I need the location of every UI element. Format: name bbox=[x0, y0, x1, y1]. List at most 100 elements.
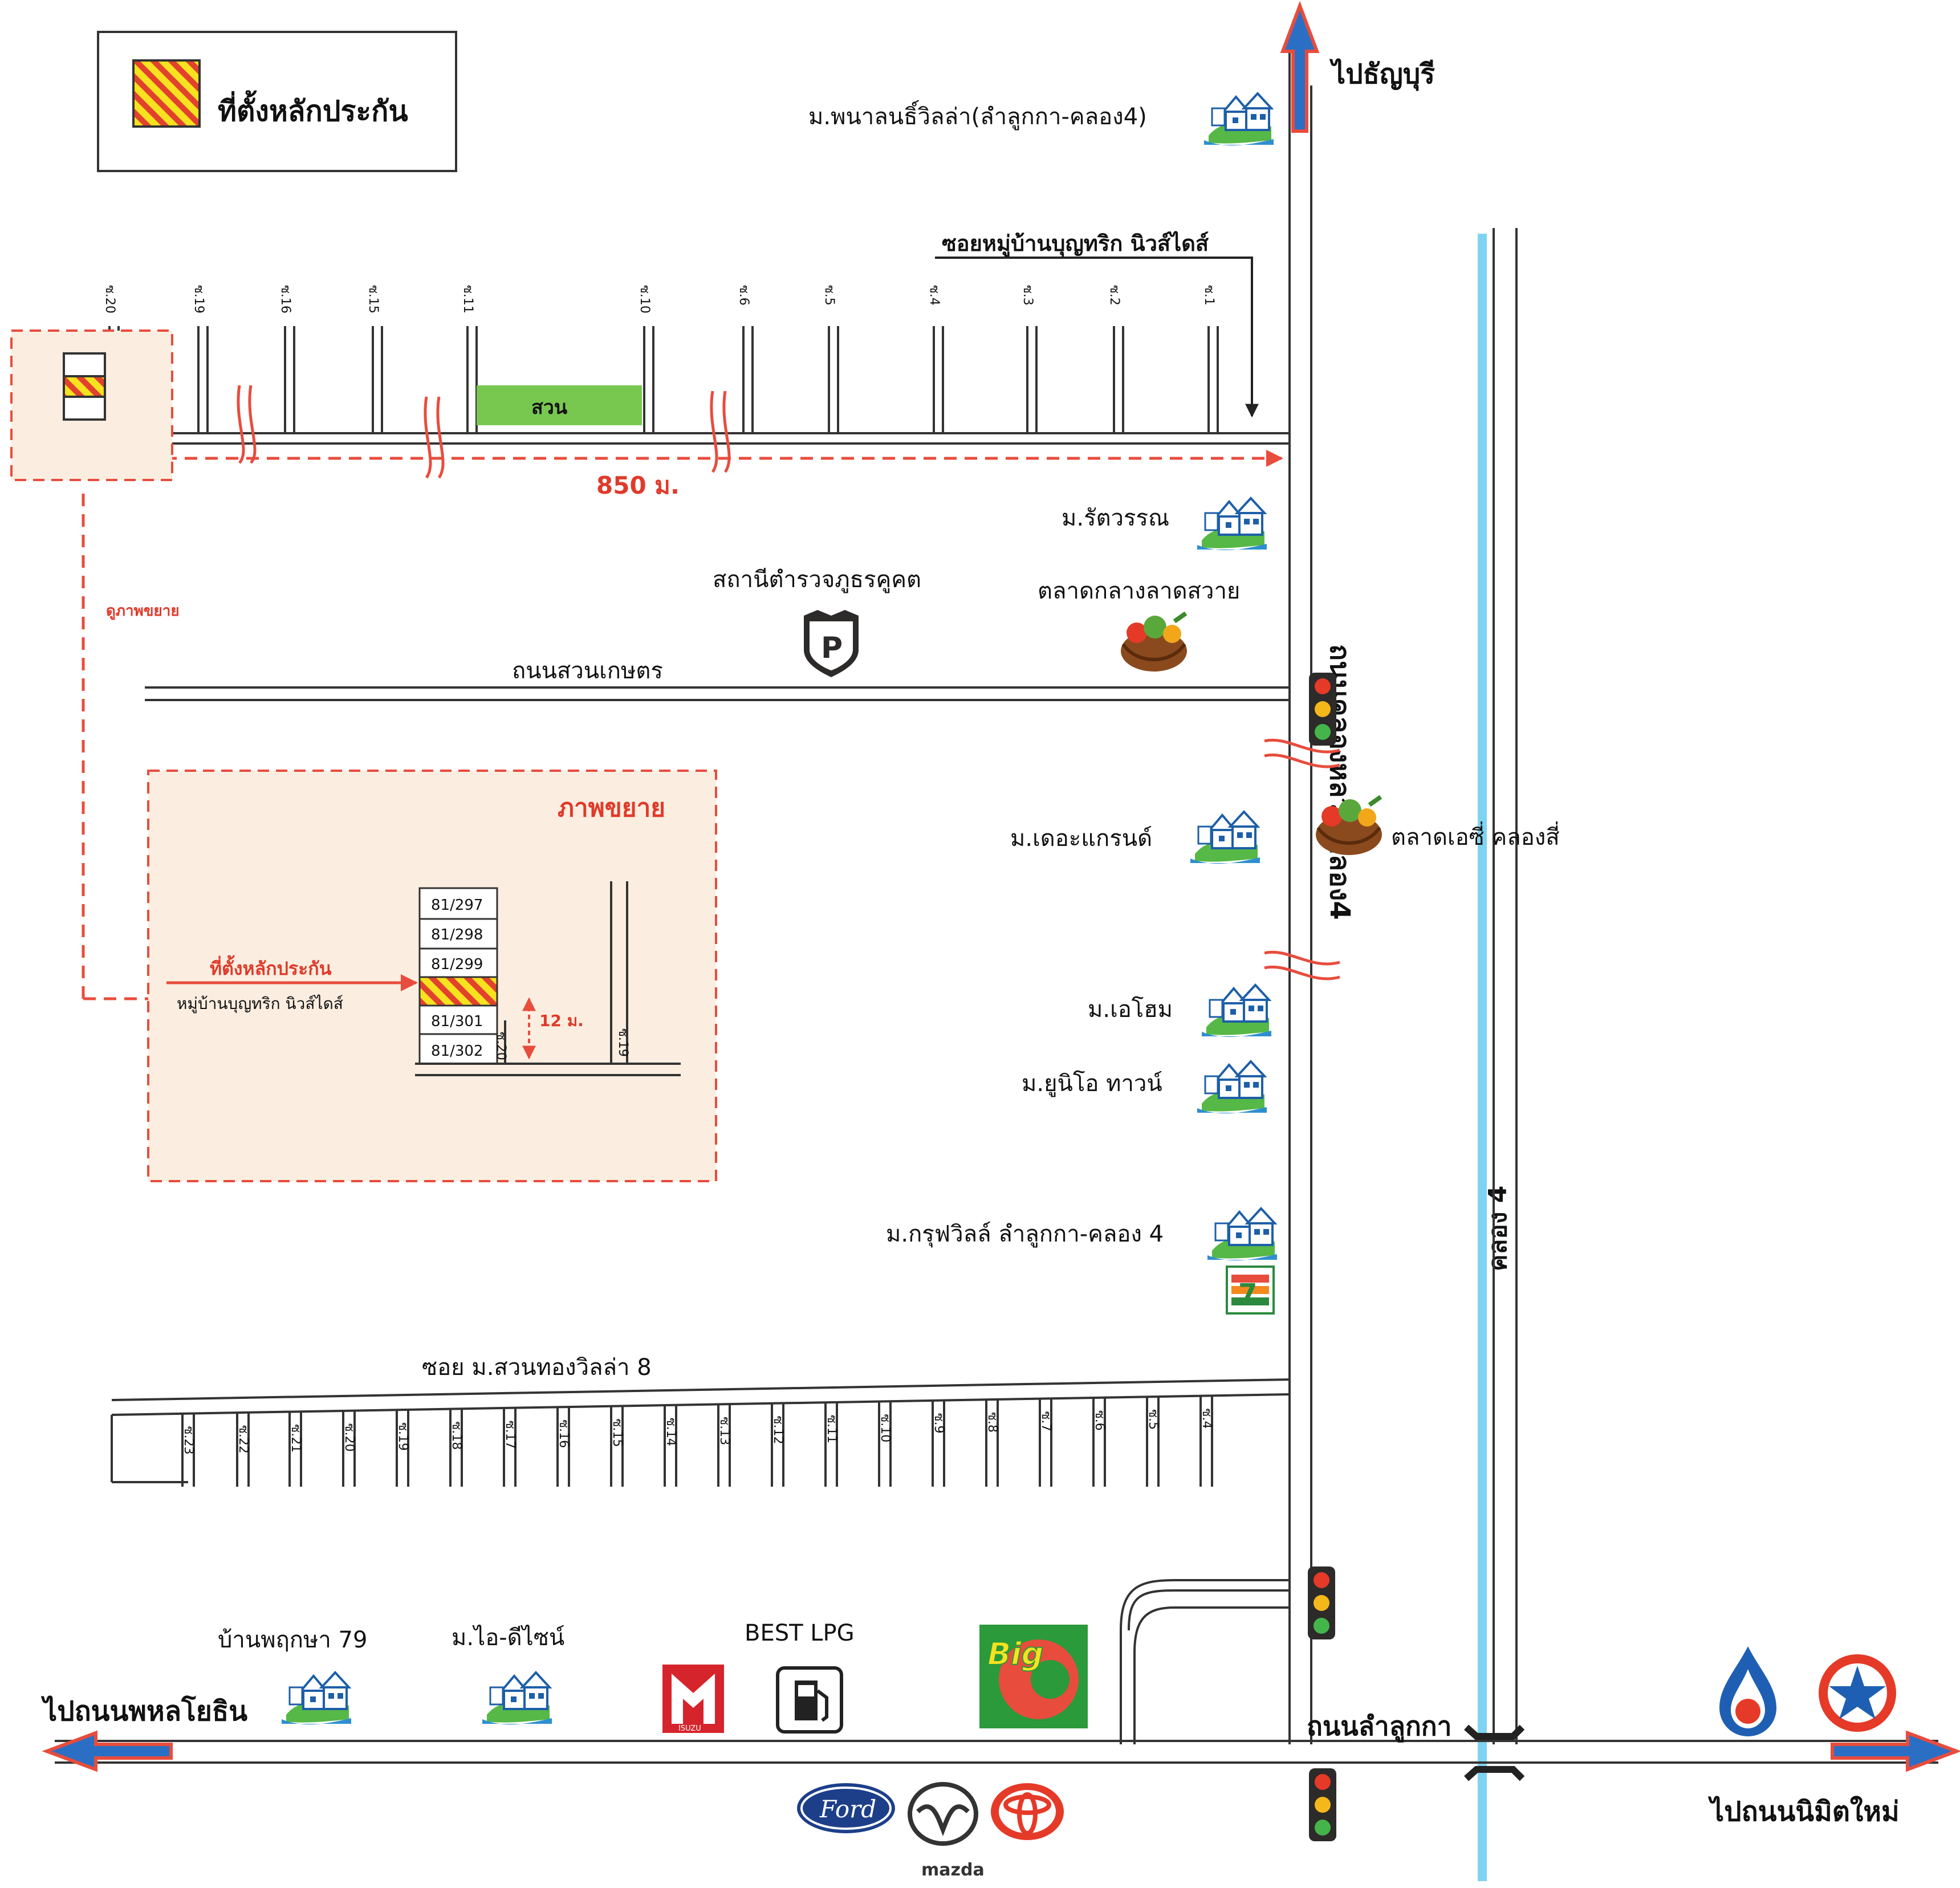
zoom-link[interactable]: ดูภาพขยาย bbox=[106, 603, 180, 620]
top-lane-label: ซ.10 bbox=[637, 285, 652, 314]
soi-bottom-label: ซอย ม.สวนทองวิลล่า 8 bbox=[422, 1354, 652, 1381]
place-idesign: ม.ไอ-ดีไซน์ bbox=[452, 1625, 564, 1651]
ford-logo: Ford bbox=[797, 1783, 895, 1833]
legend-label: ที่ตั้งหลักประกัน bbox=[218, 90, 408, 128]
top-lane-label: ซ.5 bbox=[822, 285, 836, 306]
top-lane-label: ซ.19 bbox=[192, 285, 206, 314]
traffic-light-icon bbox=[1309, 1768, 1336, 1841]
place-ratta: ม.รัตวรรณ bbox=[1062, 505, 1169, 531]
house-icon bbox=[280, 1671, 352, 1726]
place-baan: บ้านพฤกษา 79 bbox=[218, 1627, 367, 1653]
road-suan-kaset: ถนนสวนเกษตร bbox=[512, 658, 663, 684]
zoom-gap: 12 ม. bbox=[539, 1011, 584, 1030]
unit-label: 81/299 bbox=[431, 956, 483, 973]
house-icon bbox=[1189, 811, 1261, 865]
distance-label: 850 ม. bbox=[596, 471, 680, 499]
soi-top-label: ซอยหมู่บ้านบุญทริก นิวส์ไดส์ bbox=[942, 231, 1209, 257]
caltex-logo bbox=[1819, 1654, 1896, 1732]
bottom-lane-label: ซ.8 bbox=[985, 1412, 999, 1433]
ford-label: Ford bbox=[819, 1795, 876, 1823]
svg-text:7: 7 bbox=[1238, 1278, 1257, 1310]
zoom-units: 81/297 81/298 81/299 81/301 81/302 bbox=[418, 887, 498, 1065]
khlong-canal bbox=[1478, 234, 1487, 1881]
zoom-lane-b: ซ.19 bbox=[616, 1028, 630, 1057]
house-icon bbox=[1203, 92, 1275, 147]
bottom-lane-label: ซ.12 bbox=[771, 1416, 785, 1445]
mazda-label: mazda bbox=[921, 1860, 985, 1880]
place-group: ม.กรุฟวิลล์ ลำลูกกา-คลอง 4 bbox=[886, 1221, 1164, 1248]
top-lane-label: ซ.3 bbox=[1020, 285, 1035, 306]
house-icon bbox=[1201, 984, 1272, 1039]
place-market-lat: ตลาดกลางลาดสวาย bbox=[1038, 578, 1240, 604]
place-lpg: BEST LPG bbox=[745, 1620, 855, 1646]
top-lane-label: ซ.4 bbox=[927, 285, 941, 306]
toyota-logo bbox=[991, 1783, 1064, 1840]
bridge-icon bbox=[1464, 1724, 1525, 1781]
bottom-lane-label: ซ.21 bbox=[288, 1424, 303, 1452]
collateral-unit bbox=[418, 976, 498, 1007]
place-pana: ม.พนาลนธิ์วิลล่า(ลำลูกกา-คลอง4) bbox=[808, 100, 1147, 130]
place-ehome: ม.เอโฮม bbox=[1088, 996, 1173, 1023]
bottom-lane-label: ซ.19 bbox=[396, 1422, 410, 1451]
collateral-marker-icon bbox=[63, 375, 106, 398]
bottom-lane-label: ซ.6 bbox=[1092, 1410, 1107, 1431]
bottom-lane-label: ซ.9 bbox=[932, 1413, 946, 1434]
ptt-logo bbox=[1719, 1646, 1776, 1736]
bottom-lane-label: ซ.7 bbox=[1039, 1411, 1053, 1431]
garden-area bbox=[477, 385, 642, 425]
north-arrow-icon bbox=[1280, 1, 1320, 133]
khlong-label: คลอง 4 bbox=[1483, 1186, 1512, 1271]
top-lane-label: ซ.1 bbox=[1202, 285, 1216, 306]
bottom-lane-label: ซ.15 bbox=[610, 1419, 624, 1447]
place-grand: ม.เดอะแกรนด์ bbox=[1010, 825, 1152, 852]
garden-label: สวน bbox=[531, 396, 567, 419]
isuzu-label: ISUZU bbox=[678, 1724, 701, 1733]
mazda-logo: mazda bbox=[908, 1782, 985, 1880]
zoom-title: ภาพขยาย bbox=[558, 794, 665, 823]
legend-hatch-icon bbox=[132, 59, 201, 128]
seven-eleven-icon: 7 bbox=[1226, 1266, 1275, 1315]
top-lane-label: ซ.15 bbox=[366, 285, 380, 314]
place-police: สถานีตำรวจภูธรคูคต bbox=[713, 567, 921, 593]
zoom-pointer: ที่ตั้งหลักประกัน bbox=[210, 955, 332, 979]
traffic-light-icon bbox=[1308, 1566, 1335, 1639]
police-shield-icon: P bbox=[804, 610, 859, 677]
unit-label: 81/302 bbox=[431, 1043, 483, 1060]
house-icon bbox=[481, 1671, 553, 1726]
bottom-lane-label: ซ.16 bbox=[556, 1419, 571, 1448]
direction-west: ไปถนนพหลโยธิน bbox=[40, 1695, 247, 1727]
zoom-lane-a: ซ.20 bbox=[494, 1032, 508, 1060]
market-basket-icon bbox=[1121, 613, 1187, 672]
direction-east: ไปถนนนิมิตใหม่ bbox=[1707, 1795, 1900, 1828]
unit-label: 81/297 bbox=[431, 897, 483, 914]
bottom-lane-label: ซ.17 bbox=[503, 1421, 517, 1449]
top-lane-label: ซ.20 bbox=[103, 285, 117, 314]
big-c-logo: Big bbox=[979, 1625, 1088, 1728]
unit-label: 81/301 bbox=[431, 1013, 483, 1030]
bottom-lane-label: ซ.23 bbox=[181, 1426, 196, 1455]
house-icon bbox=[1196, 497, 1268, 552]
top-lane-label: ซ.11 bbox=[461, 285, 475, 314]
bottom-lane-label: ซ.18 bbox=[449, 1421, 463, 1450]
zoom-village: หมู่บ้านบุญทริก นิวส์ไดส์ bbox=[177, 994, 343, 1014]
place-unio: ม.ยูนิโอ ทาวน์ bbox=[1022, 1071, 1162, 1097]
road-breaks bbox=[237, 385, 1340, 980]
traffic-light-icon bbox=[1309, 673, 1336, 746]
house-icon bbox=[1196, 1060, 1268, 1115]
fuel-pump-icon bbox=[776, 1666, 843, 1734]
bottom-lane-label: ซ.22 bbox=[236, 1425, 250, 1454]
bottom-lane-label: ซ.20 bbox=[342, 1423, 356, 1452]
house-icon bbox=[1206, 1207, 1278, 1262]
svg-text:P: P bbox=[821, 631, 843, 665]
isuzu-logo: ISUZU bbox=[662, 1665, 724, 1733]
bottom-lane-label: ซ.4 bbox=[1199, 1409, 1214, 1429]
bottom-lane-label: ซ.5 bbox=[1146, 1409, 1160, 1430]
top-lane-label: ซ.6 bbox=[737, 285, 751, 306]
direction-north: ไปธัญบุรี bbox=[1329, 58, 1435, 91]
big-c-label: Big bbox=[987, 1636, 1043, 1672]
west-arrow-icon bbox=[42, 1730, 173, 1772]
bottom-lane-label: ซ.13 bbox=[717, 1417, 731, 1445]
